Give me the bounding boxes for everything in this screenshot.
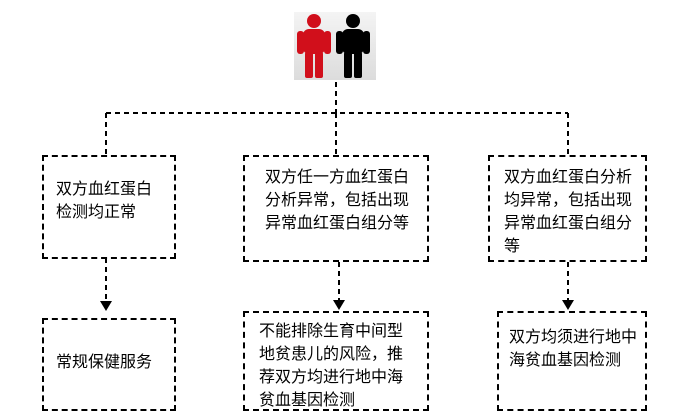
box-must-gene-test: 双方均须进行地中海贫血基因检测 [497,311,647,411]
arrowhead-left [100,301,112,311]
box-both-normal: 双方血红蛋白检测均正常 [42,155,176,259]
box-one-abnormal-text: 双方任一方血红蛋白分析异常，包括出现异常血红蛋白组分等 [265,167,410,232]
arrowhead-middle [333,300,345,310]
red-person-icon [297,14,331,78]
arrowhead-right [562,300,574,310]
box-routine-care: 常规保健服务 [42,318,176,411]
black-person-icon [336,14,370,78]
box-recommend-gene-test-text: 不能排除生育中间型地贫患儿的风险，推荐双方均进行地中海贫血基因检测 [259,321,404,409]
box-must-gene-test-text: 双方均须进行地中海贫血基因检测 [509,327,638,369]
box-both-abnormal: 双方血红蛋白分析均异常，包括出现异常血红蛋白组分等 [488,155,647,262]
couple-people-icon [294,12,376,80]
box-one-abnormal: 双方任一方血红蛋白分析异常，包括出现异常血红蛋白组分等 [243,155,429,262]
box-both-abnormal-text: 双方血红蛋白分析均异常，包括出现异常血红蛋白组分等 [504,167,633,255]
box-recommend-gene-test: 不能排除生育中间型地贫患儿的风险，推荐双方均进行地中海贫血基因检测 [243,311,429,411]
box-routine-care-text: 常规保健服务 [56,352,153,371]
box-both-normal-text: 双方血红蛋白检测均正常 [56,179,153,221]
